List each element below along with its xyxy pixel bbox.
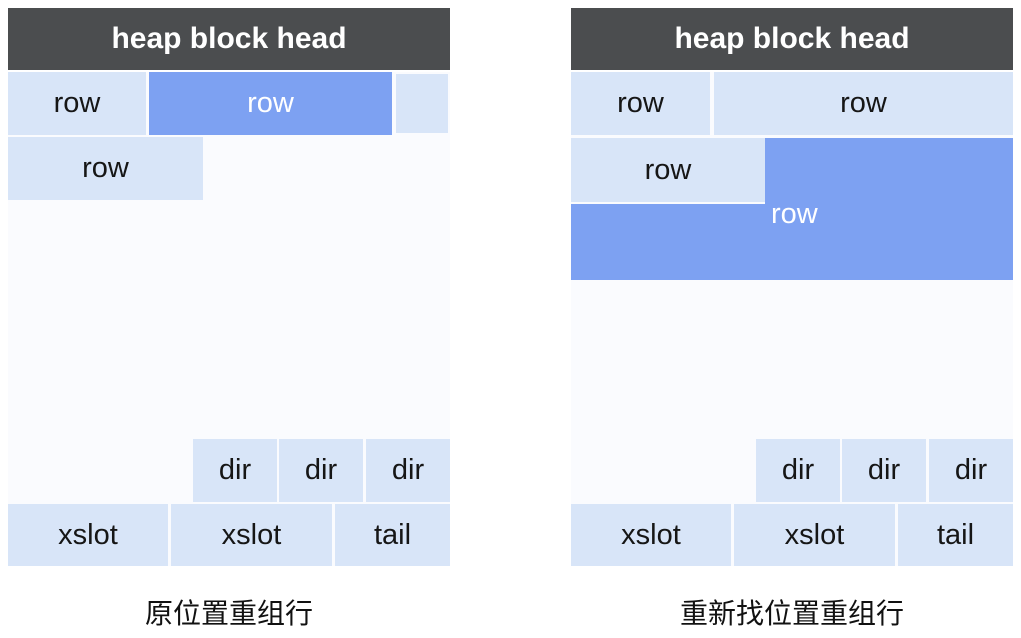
row-cell: row (714, 72, 1013, 135)
heap-block-diagram-inplace: heap block head row row row dir dir dir … (8, 8, 450, 566)
xslot-cell: xslot (171, 504, 332, 566)
heap-block-diagram-relocated: heap block head row row row row dir dir … (571, 8, 1013, 566)
dir-cell: dir (279, 439, 363, 502)
row-cell: row (571, 72, 710, 135)
row-cell: row (8, 72, 146, 135)
xslot-cell: xslot (8, 504, 168, 566)
dir-cell: dir (756, 439, 840, 502)
dir-cell: dir (366, 439, 450, 502)
row-cell: row (8, 137, 203, 200)
tail-cell: tail (898, 504, 1013, 566)
heap-block-head-label: heap block head (8, 8, 450, 70)
heap-block-head-label: heap block head (571, 8, 1013, 70)
xslot-cell: xslot (571, 504, 731, 566)
xslot-cell: xslot (734, 504, 895, 566)
relocated-row-label: row (771, 198, 818, 230)
dir-cell: dir (842, 439, 926, 502)
diagram-caption-inplace: 原位置重组行 (144, 598, 313, 629)
tail-cell: tail (335, 504, 450, 566)
free-slot-cell (396, 74, 448, 133)
dir-cell: dir (193, 439, 277, 502)
reorganized-row-cell: row (149, 72, 392, 135)
dir-cell: dir (929, 439, 1013, 502)
diagram-caption-relocated: 重新找位置重组行 (679, 598, 904, 629)
row-cell: row (571, 138, 765, 202)
relocated-row-block-upper (765, 138, 1013, 280)
relocated-row-block-lower (571, 204, 765, 280)
